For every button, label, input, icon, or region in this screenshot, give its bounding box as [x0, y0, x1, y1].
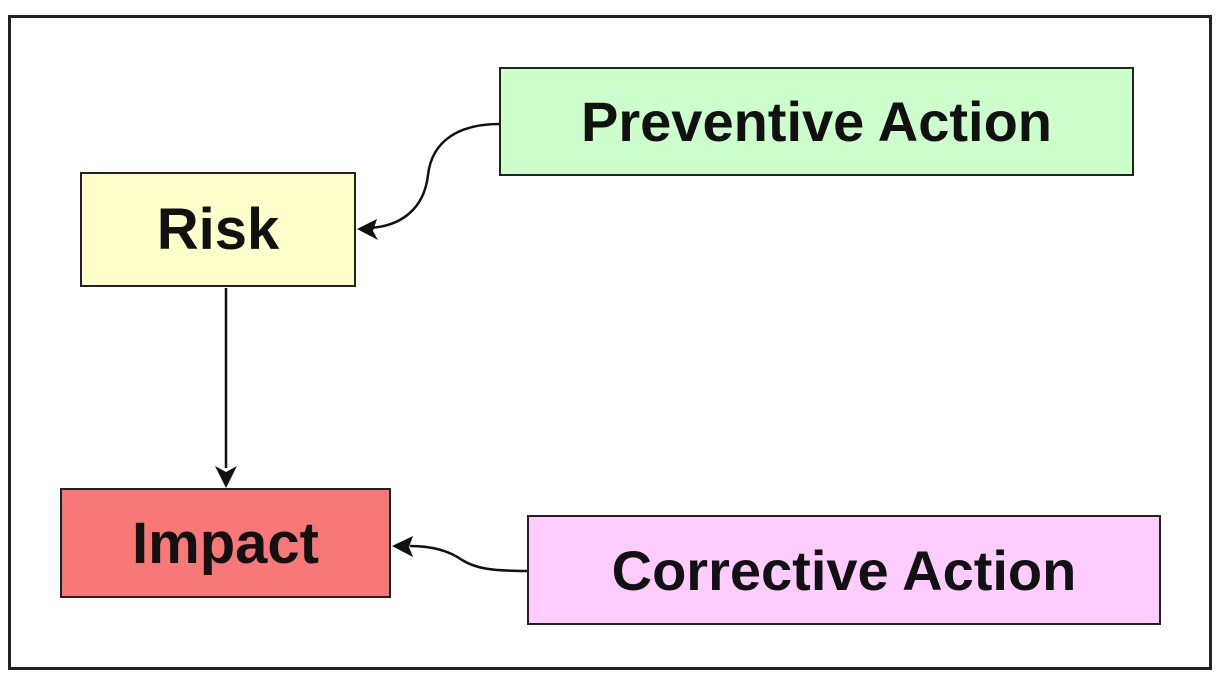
impact-label: Impact — [132, 510, 319, 576]
arrowhead-impact-top — [215, 466, 237, 488]
corrective-action-node: Corrective Action — [527, 515, 1161, 625]
corrective-action-label: Corrective Action — [611, 538, 1077, 602]
edge-preventive-to-risk — [369, 122, 500, 230]
preventive-action-label: Preventive Action — [581, 90, 1052, 153]
risk-label: Risk — [156, 197, 280, 262]
edge-corrective-to-impact — [409, 544, 528, 573]
risk-node: Risk — [80, 172, 356, 287]
impact-node: Impact — [60, 488, 391, 598]
preventive-action-node: Preventive Action — [499, 67, 1134, 176]
arrowhead-impact-right — [392, 536, 413, 557]
arrowhead-risk — [357, 219, 378, 240]
